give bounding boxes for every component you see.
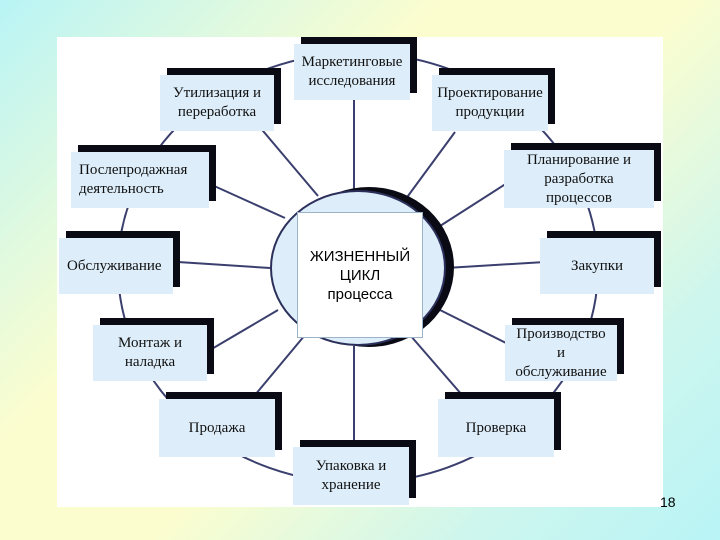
center-title-line-2: ЦИКЛ: [339, 266, 381, 284]
stage-sales: Продажа: [159, 399, 275, 457]
spoke-sales: [254, 334, 306, 396]
stage-purchasing: Закупки: [540, 238, 654, 294]
stage-inspection: Проверка: [438, 399, 554, 457]
spoke-after-sales: [211, 184, 286, 219]
spokes: [177, 100, 546, 445]
center-title-line-3: процесса: [327, 285, 393, 303]
stage-production: Производство и обслуживание: [505, 325, 617, 381]
stage-marketing: Маркетинговые исследования: [294, 44, 410, 100]
spoke-installation: [209, 309, 279, 351]
stage-after-sales: Послепродажная деятельность: [71, 152, 209, 208]
stage-maintenance: Обслуживание: [59, 238, 173, 294]
center-title-line-1: ЖИЗНЕННЫЙ: [309, 247, 411, 265]
spoke-maintenance: [177, 261, 271, 269]
stage-design: Проектирование продукции: [432, 75, 548, 131]
spoke-design: [404, 131, 456, 201]
spoke-disposal: [257, 124, 319, 197]
page-number: 18: [660, 494, 676, 510]
spoke-purchasing: [445, 261, 546, 269]
stage-disposal: Утилизация и переработка: [160, 75, 274, 131]
spoke-inspection: [409, 334, 463, 396]
stage-planning: Планирование и разработка процессов: [504, 150, 654, 208]
spoke-production: [439, 309, 511, 346]
spoke-planning: [439, 177, 516, 227]
stage-installation: Монтаж и наладка: [93, 325, 207, 381]
stage-packaging: Упаковка и хранение: [293, 447, 409, 505]
center-label-box: ЖИЗНЕННЫЙ ЦИКЛ процесса: [297, 212, 423, 338]
